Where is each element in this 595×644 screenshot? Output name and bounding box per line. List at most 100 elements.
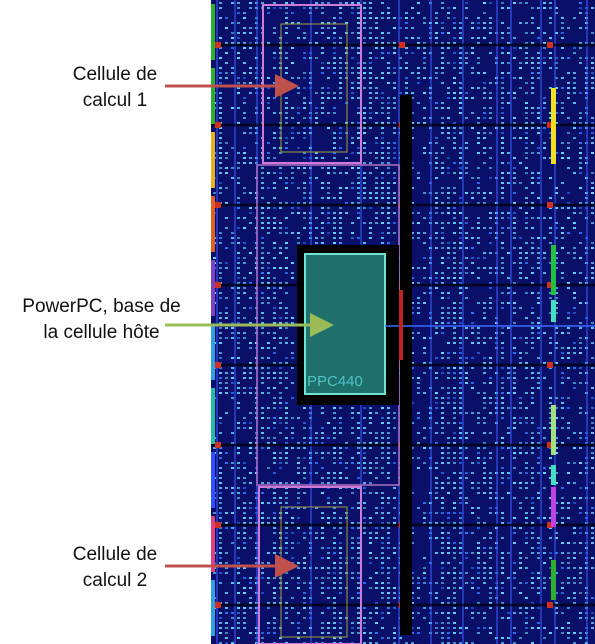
logic-cell: [441, 632, 444, 634]
logic-cell: [591, 342, 594, 344]
logic-cell: [489, 597, 492, 599]
logic-cell: [231, 47, 234, 49]
logic-cell: [219, 267, 222, 269]
logic-cell: [531, 72, 534, 74]
logic-cell: [435, 232, 438, 234]
logic-cell: [591, 132, 594, 134]
logic-cell: [417, 37, 420, 39]
logic-cell: [471, 577, 474, 579]
logic-cell: [555, 472, 558, 474]
logic-cell: [447, 212, 450, 214]
logic-cell: [237, 487, 240, 489]
logic-cell: [237, 227, 240, 229]
logic-cell: [483, 442, 486, 444]
logic-cell: [369, 87, 372, 89]
logic-cell: [525, 117, 528, 119]
logic-cell: [249, 47, 252, 49]
logic-cell: [381, 52, 384, 54]
logic-cell: [333, 622, 336, 624]
logic-cell: [375, 22, 378, 24]
logic-cell: [435, 207, 438, 209]
logic-cell: [423, 512, 426, 514]
logic-cell: [393, 102, 396, 104]
logic-cell: [447, 402, 450, 404]
logic-cell: [489, 627, 492, 629]
logic-cell: [453, 407, 456, 409]
logic-cell: [405, 92, 408, 94]
logic-cell: [339, 42, 342, 44]
logic-cell: [501, 117, 504, 119]
logic-cell: [543, 62, 546, 64]
logic-cell: [369, 642, 372, 644]
logic-cell: [369, 552, 372, 554]
logic-cell: [579, 507, 582, 509]
logic-cell: [381, 77, 384, 79]
logic-cell: [441, 297, 444, 299]
logic-cell: [459, 307, 462, 309]
logic-cell: [453, 257, 456, 259]
logic-cell: [261, 252, 264, 254]
logic-cell: [303, 197, 306, 199]
logic-cell: [243, 567, 246, 569]
logic-cell: [387, 157, 390, 159]
logic-cell: [453, 487, 456, 489]
logic-cell: [363, 62, 366, 64]
logic-cell: [249, 367, 252, 369]
logic-cell: [531, 202, 534, 204]
logic-cell: [591, 422, 594, 424]
logic-cell: [561, 22, 564, 24]
logic-cell: [489, 547, 492, 549]
logic-cell: [393, 27, 396, 29]
logic-cell: [537, 257, 540, 259]
logic-cell: [219, 507, 222, 509]
logic-cell: [423, 437, 426, 439]
logic-cell: [537, 112, 540, 114]
logic-cell: [237, 242, 240, 244]
logic-cell: [525, 222, 528, 224]
logic-cell: [447, 437, 450, 439]
logic-cell: [219, 2, 222, 4]
logic-cell: [237, 387, 240, 389]
logic-cell: [579, 112, 582, 114]
logic-cell: [507, 637, 510, 639]
logic-cell: [531, 242, 534, 244]
logic-cell: [387, 7, 390, 9]
logic-cell: [273, 632, 276, 634]
logic-cell: [537, 37, 540, 39]
logic-cell: [411, 617, 414, 619]
logic-cell: [369, 102, 372, 104]
clock-buffer: [547, 442, 553, 448]
logic-cell: [531, 22, 534, 24]
logic-cell: [477, 522, 480, 524]
logic-cell: [483, 267, 486, 269]
logic-cell: [525, 217, 528, 219]
logic-cell: [333, 242, 336, 244]
logic-cell: [537, 337, 540, 339]
logic-cell: [417, 42, 420, 44]
logic-cell: [351, 407, 354, 409]
logic-cell: [357, 217, 360, 219]
logic-cell: [591, 427, 594, 429]
logic-cell: [561, 442, 564, 444]
logic-cell: [321, 412, 324, 414]
logic-cell: [417, 612, 420, 614]
logic-cell: [567, 282, 570, 284]
logic-cell: [519, 637, 522, 639]
logic-cell: [417, 627, 420, 629]
logic-cell: [459, 37, 462, 39]
logic-cell: [525, 122, 528, 124]
logic-cell: [273, 32, 276, 34]
logic-cell: [225, 637, 228, 639]
logic-cell: [303, 492, 306, 494]
logic-cell: [291, 547, 294, 549]
logic-cell: [369, 172, 372, 174]
logic-cell: [531, 67, 534, 69]
logic-cell: [555, 407, 558, 409]
logic-cell: [333, 612, 336, 614]
logic-cell: [369, 127, 372, 129]
logic-cell: [219, 172, 222, 174]
logic-cell: [339, 447, 342, 449]
logic-cell: [483, 27, 486, 29]
logic-cell: [555, 67, 558, 69]
logic-cell: [351, 627, 354, 629]
